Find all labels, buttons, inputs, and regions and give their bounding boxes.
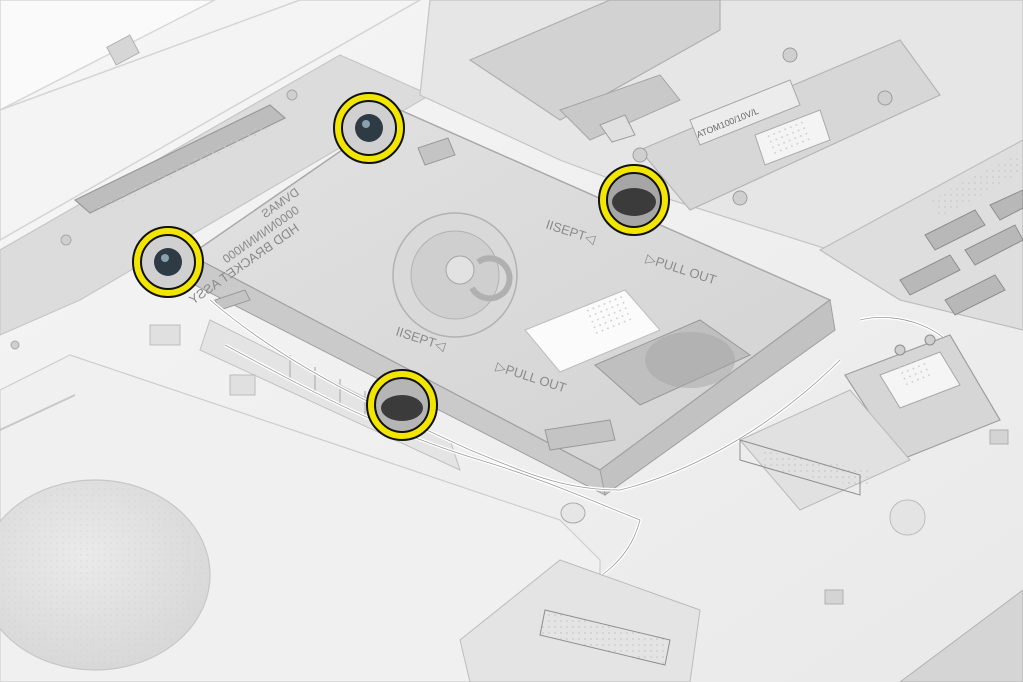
screw-icon (381, 395, 423, 421)
memory-chips (899, 189, 1023, 316)
minicard-connector-1 (760, 450, 870, 488)
case-vent (824, 589, 844, 605)
heatsink-label-plate (689, 79, 801, 146)
speaker-grille-dots (0, 483, 207, 667)
docking-connector (73, 104, 287, 214)
antenna-connector-icon (924, 334, 936, 346)
cable-post (560, 502, 586, 524)
antenna-cable-outline (209, 299, 841, 491)
case-rim (0, 0, 216, 111)
heatsink-screw-icon (877, 90, 893, 106)
heatsink-screw-icon (782, 47, 798, 63)
case-edge (0, 0, 422, 241)
screw-callout-top-left (333, 92, 405, 164)
hdd-tab (544, 419, 616, 451)
screw-icon (612, 188, 656, 216)
minicard-connector-outline-1 (739, 439, 861, 496)
hdd-spindle-hub (445, 255, 475, 285)
bay-post (149, 324, 181, 346)
minicard-connector-outline-2 (539, 609, 671, 666)
case-vent (989, 429, 1009, 445)
docking-connector-pins (95, 124, 268, 212)
qr-code-icon (765, 121, 811, 157)
minicard-slot-1 (739, 389, 911, 511)
heatsink-plate (559, 74, 681, 141)
screw-callout-bottom (366, 369, 438, 441)
rim-screw-icon (286, 89, 298, 101)
left-channel (0, 54, 432, 336)
case-corner (899, 589, 1023, 682)
hdd-tab (417, 137, 456, 166)
rubber-foot (889, 499, 926, 536)
wireless-qr-icon (894, 357, 932, 389)
rim-screw-icon (10, 340, 20, 350)
hdd-platter-edge (645, 332, 735, 388)
bay-post (229, 374, 256, 396)
warning-triangle-icon (599, 114, 636, 143)
rim-screw-icon (60, 234, 72, 246)
rim-latch (106, 34, 140, 66)
hdd-qr-icon (585, 293, 633, 337)
screw-icon (355, 114, 383, 142)
antenna-connector-icon (894, 344, 906, 356)
memory-connector (930, 150, 1023, 218)
heatsink-screw-icon (732, 190, 748, 206)
screw-callout-right (598, 164, 670, 236)
panel-edge (0, 394, 76, 431)
screw-callout-left (132, 226, 204, 298)
minicard-connector-2 (540, 610, 670, 665)
screw-icon (154, 248, 182, 276)
hdd-spindle-arc (469, 255, 513, 302)
heatsink-screw-icon (632, 147, 648, 163)
fan-duct (468, 0, 721, 121)
antenna-cable-outline-2 (224, 344, 641, 601)
